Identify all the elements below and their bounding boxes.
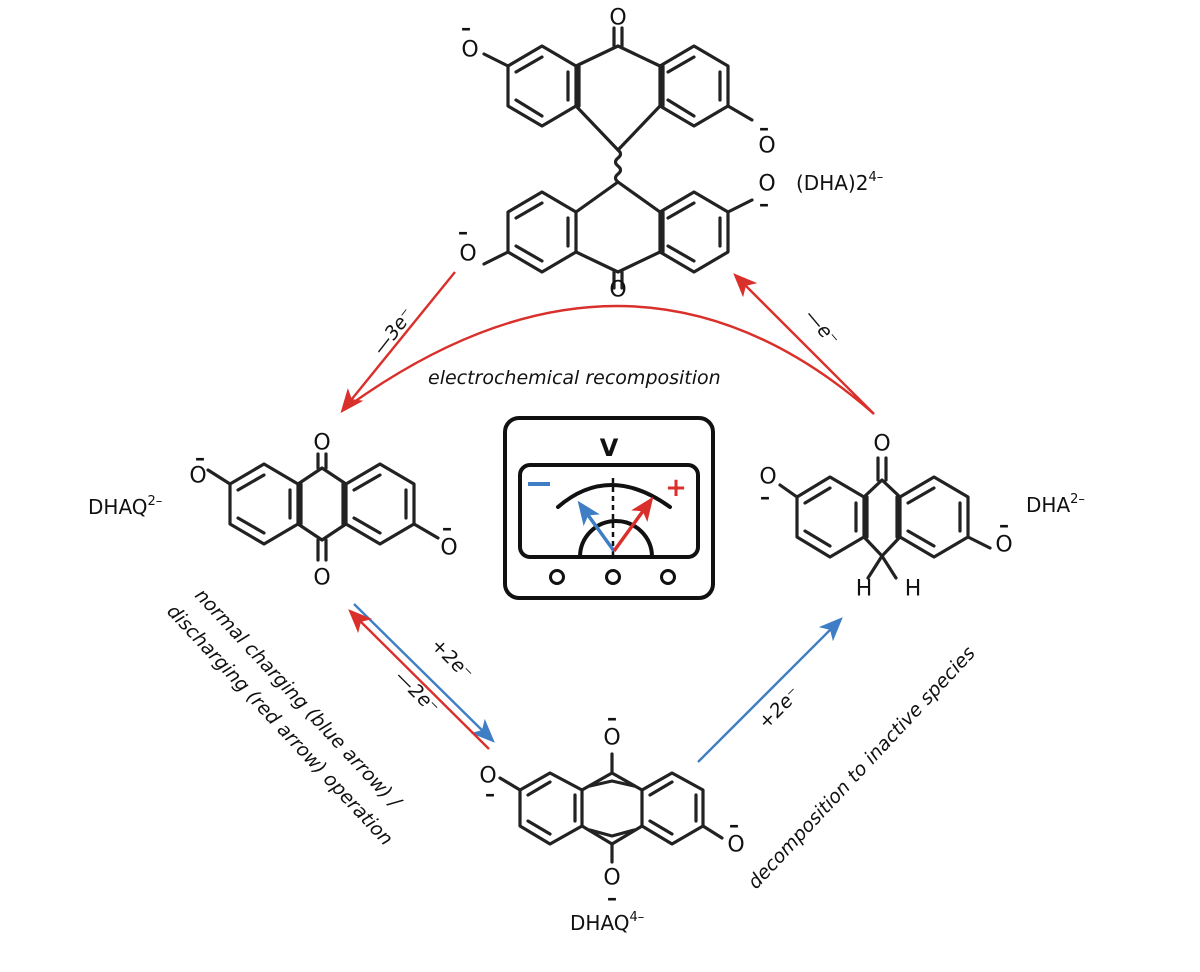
atom-oxygen: O bbox=[313, 431, 330, 456]
dhaq4-molecule: O – O – O – O – bbox=[479, 706, 744, 910]
atom-oxygen: O bbox=[609, 6, 626, 31]
dimer-molecule: O O – O – O – O – O bbox=[458, 6, 776, 303]
label-minus-e: —e⁻ bbox=[800, 305, 843, 350]
atom-hydrogen: H bbox=[905, 577, 922, 602]
arrow-dimer-to-dhaq2 bbox=[340, 271, 456, 414]
voltmeter-icon: V + bbox=[503, 416, 715, 600]
negative-charge: – bbox=[195, 446, 205, 470]
arrow-recomposition bbox=[342, 304, 875, 415]
arrow-discharge bbox=[348, 609, 490, 750]
negative-charge: – bbox=[759, 116, 769, 140]
negative-charge: – bbox=[999, 513, 1009, 537]
voltmeter-symbol: V bbox=[600, 434, 619, 462]
negative-charge: – bbox=[607, 706, 617, 730]
negative-charge: – bbox=[729, 813, 739, 837]
dhaq2-molecule: O O O – O – bbox=[189, 431, 457, 591]
dhaq4-label: DHAQ4– bbox=[570, 910, 644, 935]
arrow-charge bbox=[353, 603, 495, 743]
negative-charge: – bbox=[461, 16, 471, 40]
atom-oxygen: O bbox=[603, 726, 620, 751]
label-minus-3e: —3e⁻ bbox=[369, 304, 419, 359]
atom-oxygen: O bbox=[461, 38, 478, 63]
negative-charge: – bbox=[760, 485, 770, 509]
atom-oxygen: O bbox=[995, 533, 1012, 558]
atom-oxygen: O bbox=[479, 764, 496, 789]
atom-oxygen: O bbox=[459, 242, 476, 267]
arrow-decomposition bbox=[697, 617, 843, 763]
dhaq2-label: DHAQ2– bbox=[88, 494, 162, 519]
annotation-operation-line2: discharging (red arrow) operation bbox=[162, 600, 397, 850]
dha2-label: DHA2– bbox=[1026, 492, 1085, 517]
arrow-dha2-to-dimer bbox=[733, 273, 875, 415]
atom-oxygen: O bbox=[313, 566, 330, 591]
label-recomposition: electrochemical recomposition bbox=[428, 367, 721, 389]
atom-oxygen: O bbox=[609, 278, 626, 303]
atom-oxygen: O bbox=[873, 432, 890, 457]
atom-hydrogen: H bbox=[856, 577, 873, 602]
atom-oxygen: O bbox=[759, 465, 776, 490]
negative-charge: – bbox=[759, 192, 769, 216]
atom-oxygen: O bbox=[758, 172, 775, 197]
atom-oxygen: O bbox=[440, 536, 457, 561]
dimer-label: (DHA)24– bbox=[796, 170, 883, 195]
negative-charge: – bbox=[442, 516, 452, 540]
label-decomposition-plus-2e: +2e⁻ bbox=[754, 683, 805, 734]
negative-charge: – bbox=[485, 782, 495, 806]
dha2-molecule: O O – O – H H bbox=[759, 432, 1012, 602]
atom-oxygen: O bbox=[189, 464, 206, 489]
voltmeter-plus: + bbox=[665, 473, 687, 503]
atom-oxygen: O bbox=[727, 833, 744, 858]
annotation-operation-line1: normal charging (blue arrow) / bbox=[190, 584, 406, 814]
atom-oxygen: O bbox=[603, 866, 620, 891]
negative-charge: – bbox=[607, 886, 617, 910]
negative-charge: – bbox=[458, 220, 468, 244]
label-plus-2e: +2e⁻ bbox=[426, 634, 477, 685]
atom-oxygen: O bbox=[758, 134, 775, 159]
label-minus-2e: —2e⁻ bbox=[390, 666, 443, 719]
